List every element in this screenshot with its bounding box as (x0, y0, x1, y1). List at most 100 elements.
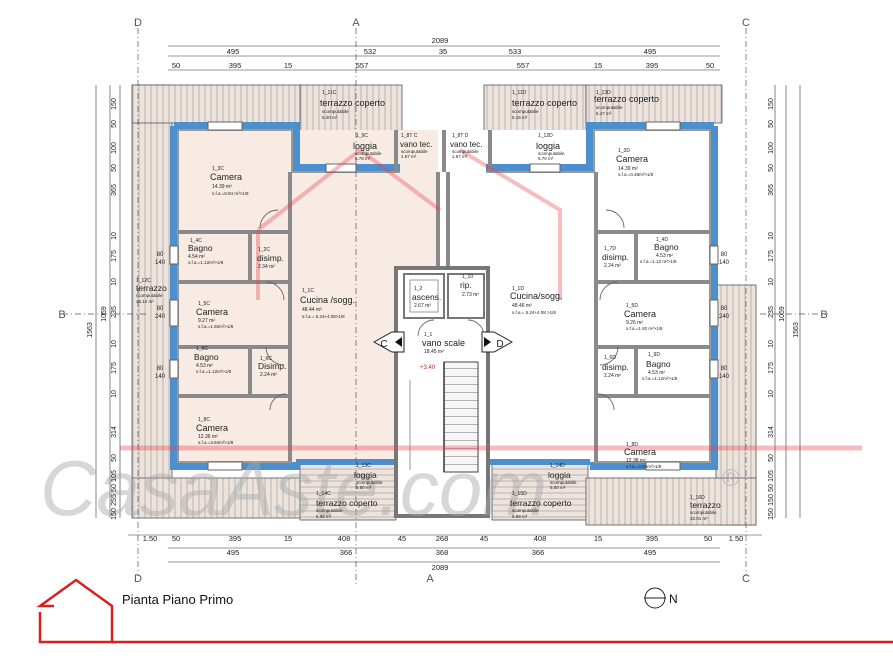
svg-text:4.53 m²: 4.53 m² (648, 370, 665, 376)
svg-text:314: 314 (111, 426, 118, 438)
svg-text:1_5C: 1_5C (198, 301, 210, 307)
svg-text:vano scale: vano scale (422, 338, 465, 348)
svg-text:80: 80 (157, 306, 164, 312)
svg-text:1_8D: 1_8D (626, 442, 638, 448)
room-bagno-c2: 1_9C Bagno 4.53 m² s.f.a.=1.12m²>1/8 (194, 346, 232, 374)
room-loggia-top-right: 1_12D loggia scomputabile 5.70 m² (536, 133, 565, 161)
svg-text:1_10: 1_10 (462, 274, 473, 280)
svg-text:1_13D: 1_13D (596, 90, 611, 96)
svg-text:5.70 m²: 5.70 m² (538, 156, 554, 161)
north-label: N (669, 592, 678, 606)
terrace-bottom-right (585, 477, 757, 526)
svg-text:scomputabile: scomputabile (512, 508, 539, 513)
room-disimp-d1: 1_7D disimp. 2.24 m² (602, 246, 629, 269)
svg-text:533: 533 (509, 47, 522, 56)
room-disimp-d2: 1_6D disimp. 2.24 m² (602, 355, 629, 379)
svg-text:50: 50 (111, 120, 118, 128)
svg-text:366: 366 (340, 548, 353, 557)
svg-text:1_9C: 1_9C (196, 346, 208, 352)
svg-text:Camera: Camera (196, 423, 228, 433)
svg-text:12.38 m²: 12.38 m² (626, 458, 646, 464)
svg-text:terrazzo: terrazzo (136, 283, 167, 293)
svg-text:314: 314 (768, 426, 775, 438)
svg-text:1_11C: 1_11C (322, 90, 337, 96)
svg-text:10: 10 (111, 340, 118, 348)
svg-text:395: 395 (229, 61, 242, 70)
svg-text:14.39 m²: 14.39 m² (618, 166, 638, 172)
svg-text:9.26 m²: 9.26 m² (626, 320, 643, 326)
svg-text:rip.: rip. (460, 280, 472, 290)
svg-text:1_3D: 1_3D (618, 148, 630, 154)
room-camera-c2: 1_5C Camera 9.27 m² s.f.a.=1.92m²>1/8 (196, 301, 234, 329)
bottom-total-dim: 2089 (432, 563, 449, 572)
svg-text:4.53 m²: 4.53 m² (656, 253, 673, 259)
room-bagno-c1: 1_4C Bagno 4.54 m² s.f.a.=1.12m²>1/8 (188, 238, 224, 265)
svg-text:395: 395 (646, 534, 659, 543)
svg-text:495: 495 (644, 548, 657, 557)
svg-text:s.f.a.=1.12m²>1/8: s.f.a.=1.12m²>1/8 (196, 369, 232, 374)
svg-text:50: 50 (704, 534, 712, 543)
svg-text:1059: 1059 (779, 306, 786, 322)
room-labels: 1_11C terrazzo coperto scomputabile 5.20… (136, 90, 721, 521)
room-rip: 1_10 rip. 2.73 m² (460, 274, 479, 298)
svg-text:6.88 m²: 6.88 m² (512, 514, 528, 519)
svg-text:2.73 m²: 2.73 m² (462, 292, 479, 298)
svg-text:1563: 1563 (87, 322, 94, 338)
room-cucina-d: 1_1D Cucina/sogg. 48.46 m² s.f.a.= 5.24+… (510, 286, 563, 315)
room-terrazzo-top-mid-right: 1_11D terrazzo coperto scomputabile 5.15… (512, 90, 577, 120)
watermark-house-outline (256, 147, 562, 300)
svg-text:5.78 m²: 5.78 m² (355, 156, 371, 161)
stair-landing-level: +3.40 (420, 365, 436, 371)
svg-text:1_9C: 1_9C (356, 133, 368, 139)
svg-text:150: 150 (768, 494, 775, 506)
svg-text:1.50: 1.50 (143, 534, 158, 543)
terrace-bottom-right-covered (491, 457, 589, 521)
section-marks: D A C D A C B B (58, 17, 827, 585)
svg-text:557: 557 (356, 61, 369, 70)
svg-text:2.67 m²: 2.67 m² (414, 303, 431, 309)
house-logo-icon (36, 578, 114, 644)
svg-text:1.67 m²: 1.67 m² (452, 154, 468, 159)
svg-text:10: 10 (111, 390, 118, 398)
svg-text:1_12D: 1_12D (538, 133, 553, 139)
svg-text:366: 366 (532, 548, 545, 557)
svg-text:1_6D: 1_6D (604, 355, 616, 361)
svg-text:s.f.a.=0.84 m²>1/8: s.f.a.=0.84 m²>1/8 (212, 191, 249, 196)
svg-text:1_3C: 1_3C (212, 166, 224, 172)
svg-text:100: 100 (768, 142, 775, 154)
top-total-dim: 2089 (432, 36, 449, 45)
svg-text:1_15D: 1_15D (512, 491, 527, 497)
svg-text:50: 50 (172, 534, 180, 543)
svg-text:105: 105 (768, 470, 775, 482)
section-mark-d-top: D (134, 17, 142, 29)
svg-text:s.f.a.=0.48m²>1/8: s.f.a.=0.48m²>1/8 (618, 172, 654, 177)
room-cucina-c: 1_1C Cucina /sogg. 48.44 m² s.f.a.= 5.24… (300, 288, 355, 319)
stair-flight (443, 361, 479, 473)
room-camera-c1: 1_3C Camera 14.39 m² s.f.a.=0.84 m²>1/8 (210, 166, 249, 196)
svg-text:50: 50 (111, 454, 118, 462)
room-camera-d1: 1_3D Camera 14.39 m² s.f.a.=0.48m²>1/8 (616, 148, 654, 177)
svg-text:1_1C: 1_1C (302, 288, 314, 294)
svg-text:disimp.: disimp. (602, 252, 629, 262)
right-dimension-text: 150 50 100 50 365 10 175 10 235 10 175 1… (768, 98, 800, 520)
svg-text:235: 235 (768, 306, 775, 318)
svg-text:50: 50 (768, 454, 775, 462)
svg-text:2.24 m²: 2.24 m² (604, 263, 621, 269)
svg-text:5.00 m²: 5.00 m² (550, 485, 566, 490)
svg-text:Cucina /sogg.: Cucina /sogg. (300, 295, 355, 305)
svg-text:408: 408 (338, 534, 351, 543)
room-disimp-c2: 1_6C Disimp. 2.24 m² (258, 356, 286, 378)
svg-text:15: 15 (594, 61, 602, 70)
svg-text:C: C (380, 339, 387, 350)
svg-text:s.f.a.= 5.24+4.08 >1/8: s.f.a.= 5.24+4.08 >1/8 (512, 310, 556, 315)
svg-text:Camera: Camera (624, 447, 656, 457)
svg-text:48.44 m²: 48.44 m² (302, 307, 322, 313)
svg-text:1_7D: 1_7D (604, 246, 616, 252)
svg-text:45: 45 (398, 534, 406, 543)
svg-text:s.f.a.=1.12m²>1/8: s.f.a.=1.12m²>1/8 (188, 260, 224, 265)
section-mark-b-left: B (58, 309, 65, 321)
svg-text:495: 495 (227, 548, 240, 557)
room-loggia-bottom-right: 1_14D loggia scomputabile 5.00 m² (548, 463, 577, 490)
svg-text:scomputabile: scomputabile (316, 508, 343, 513)
